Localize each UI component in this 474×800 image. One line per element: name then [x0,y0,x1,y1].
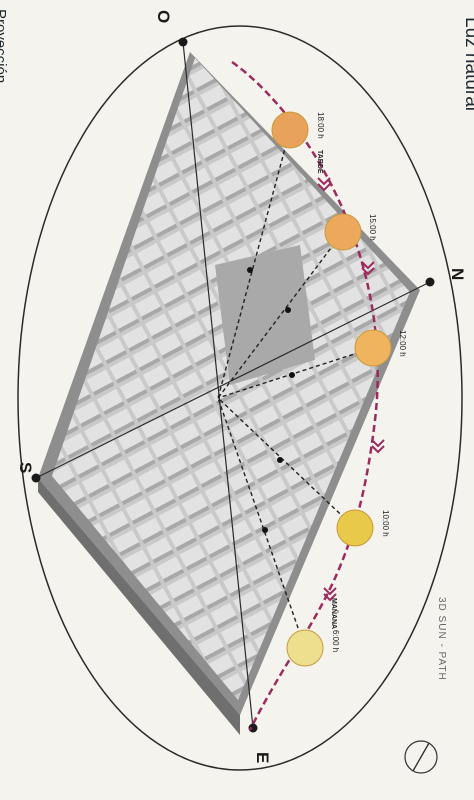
axis-west-east [182,41,254,729]
sun-18h [271,111,309,149]
ray-marker [262,527,268,533]
sun-time-label: 6:00 h [331,630,340,652]
sun-ray [217,129,291,399]
sun-ray [217,397,306,649]
section-label: Proyección [0,9,9,84]
sun-time-label: 18:00 h [316,112,325,139]
sun-ray [217,397,356,529]
cardinal-east: E [253,752,272,763]
diagram-subtitle: 3D SUN - PATH [436,597,447,681]
path-label-morning: MAÑANA [330,598,339,629]
sun-10h [336,509,374,547]
sun-12h [354,329,392,367]
compass-rose-needle [412,742,430,772]
ray-marker [277,457,283,463]
path-arrow [323,587,337,602]
sun-15h [324,213,362,251]
path-arrow [361,261,375,276]
plaza [215,245,315,385]
cardinal-west: O [154,10,173,23]
ray-marker [285,307,291,313]
compass-rose-ring [404,740,438,774]
sun-markers [271,111,392,667]
sun-ray [217,347,374,399]
cardinal-south: S [16,462,35,473]
axis-north-south [35,281,431,479]
compass-rose-icon [404,740,438,774]
ray-marker [289,372,295,378]
page-title: Luz natural [461,17,474,112]
path-label-evening: TARDE [316,150,323,174]
sun-time-label: 15:00 h [368,214,377,241]
sun-rays [217,129,374,649]
city-model [38,52,420,735]
cardinal-north: N [448,268,467,280]
point-north [425,277,435,287]
path-direction-arrows [317,177,385,602]
ray-arrow-markers [247,267,295,533]
sun-6h [286,629,324,667]
horizon-ellipse [17,25,463,771]
path-arrow [371,439,385,454]
point-south [31,473,41,483]
ray-marker [247,267,253,273]
point-west [178,37,188,47]
sun-time-label: 12:00 h [398,330,407,357]
sun-time-label: 10:00 h [381,510,390,537]
path-arrow [317,177,331,192]
city-model-edge [38,478,240,735]
